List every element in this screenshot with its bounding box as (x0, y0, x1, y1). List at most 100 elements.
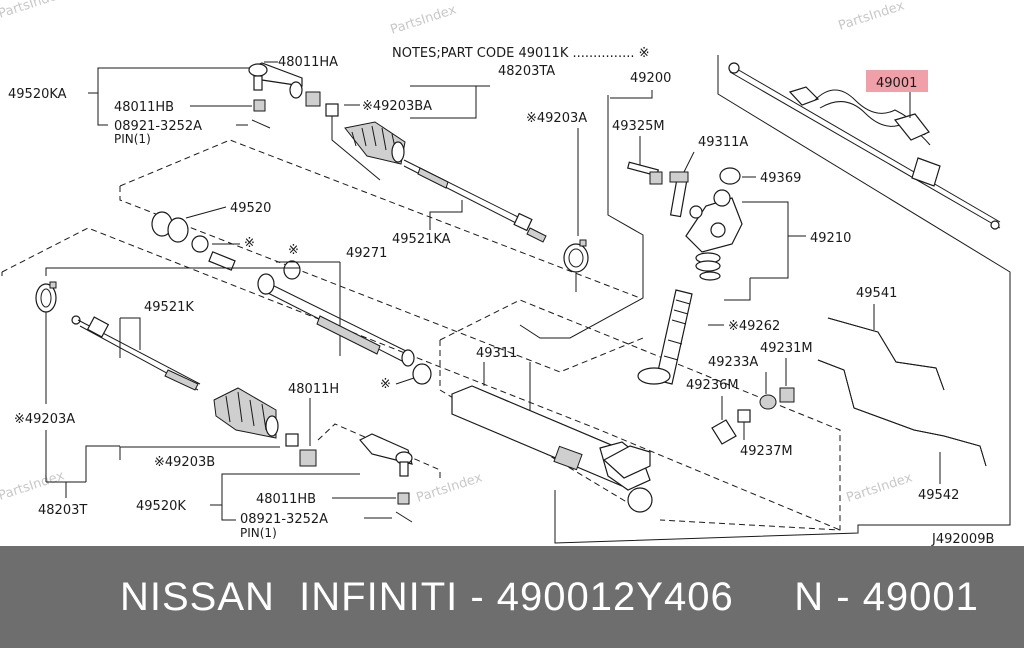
end-seal-icon (412, 363, 432, 385)
label-49521K[interactable]: 49521K (144, 300, 194, 315)
inner-tie-rod-lower-icon (71, 315, 201, 391)
label-08921-top[interactable]: 08921-3252A (114, 119, 202, 134)
label-49200[interactable]: 49200 (630, 71, 671, 86)
diagram-code: J492009B (931, 532, 994, 546)
label-49311A[interactable]: 49311A (698, 135, 748, 150)
gear-housing-outline (519, 95, 644, 339)
label-48011HB-bot[interactable]: 48011HB (256, 492, 316, 507)
mark-seal: ※ (244, 236, 255, 251)
nut-49233A-icon (759, 394, 777, 410)
steering-gear-assembly-icon (728, 62, 1001, 230)
pinion-shaft-icon (637, 289, 693, 385)
yoke-49236M-icon (711, 419, 737, 445)
leader-49520KA (88, 67, 250, 94)
o-rings-icon (695, 252, 721, 281)
bolt-49311A-icon (669, 171, 689, 218)
clip-49203BA-icon (325, 103, 339, 117)
rack-dashed-box (439, 299, 841, 531)
cotter-pin-top-icon (251, 119, 271, 129)
label-49520KA[interactable]: 49520KA (8, 87, 67, 102)
label-49203B[interactable]: ※49203B (154, 455, 215, 470)
tube-49541-inner (827, 317, 945, 391)
leader-49200 (610, 90, 653, 99)
boot-upper-icon (344, 121, 406, 165)
label-48011HA[interactable]: 48011HA (278, 55, 338, 70)
leader-end (395, 377, 415, 385)
nut-48011HB-top-icon (253, 99, 266, 112)
label-48011H[interactable]: 48011H (288, 382, 339, 397)
label-49236M[interactable]: 49236M (686, 378, 739, 393)
label-49203A-left[interactable]: ※49203A (14, 412, 75, 427)
label-48203TA[interactable]: 48203TA (498, 64, 555, 79)
watermark-bottom-center: PartsIndex (415, 470, 485, 505)
leader-49520 (185, 206, 227, 219)
part-number-banner: NISSAN INFINITI - 490012Y406 N - 49001 (0, 546, 1024, 648)
part-number-title: NISSAN INFINITI - 490012Y406 N - 49001 (120, 574, 979, 619)
label-49541[interactable]: 49541 (856, 286, 897, 301)
watermark-top-center: PartsIndex (389, 2, 459, 37)
mark-end: ※ (380, 377, 391, 392)
leader-49521KA (429, 200, 463, 230)
leader-49311A (683, 151, 695, 173)
watermark-bottom-left: PartsIndex (0, 468, 66, 503)
label-49520K[interactable]: 49520K (136, 499, 186, 514)
inner-tie-rod-upper-icon (403, 159, 547, 243)
leader-48203T-up (85, 445, 120, 482)
label-49001[interactable]: 49001 (876, 76, 917, 91)
label-49325M[interactable]: 49325M (612, 119, 665, 134)
label-48011HB-top[interactable]: 48011HB (114, 100, 174, 115)
label-pin-top: PIN(1) (114, 132, 151, 146)
label-49520[interactable]: 49520 (230, 201, 271, 216)
rack-49271-icon (208, 251, 415, 367)
label-08921-bot[interactable]: 08921-3252A (240, 512, 328, 527)
leader-49210 (742, 201, 806, 237)
label-48203T[interactable]: 48203T (38, 503, 87, 518)
leader-49520K (210, 473, 360, 506)
label-49311[interactable]: 49311 (476, 346, 517, 361)
rack-housing-icon (451, 385, 653, 513)
label-49521KA[interactable]: 49521KA (392, 232, 451, 247)
label-49203BA[interactable]: ※49203BA (362, 99, 432, 114)
highlight-49001 (866, 70, 928, 92)
boot-lower-icon (213, 387, 279, 439)
spring-49237M-icon (737, 409, 751, 423)
tube-49542-icon (817, 359, 987, 467)
bolt-49325M-icon (626, 161, 663, 185)
label-49231M[interactable]: 49231M (760, 341, 813, 356)
tube-49542-inner (817, 359, 987, 467)
clip-49203B-icon (285, 433, 299, 447)
parts-diagram: PartsIndex PartsIndex PartsIndex PartsIn… (0, 0, 1011, 546)
nut-48011HB-bot-icon (397, 492, 410, 505)
nut-48011HA-icon (305, 91, 321, 107)
watermark-top-left: PartsIndex (0, 0, 66, 22)
nut-48011H-icon (299, 449, 317, 467)
watermark-top-right: PartsIndex (837, 0, 907, 34)
leader-49203B (119, 446, 280, 460)
label-49203A-top[interactable]: ※49203A (526, 111, 587, 126)
leader-clamp-left-top (45, 267, 300, 276)
label-49233A[interactable]: 49233A (708, 355, 758, 370)
valve-housing-49210-icon (685, 189, 743, 253)
upper-dashed-box (119, 139, 641, 300)
label-49210[interactable]: 49210 (810, 231, 851, 246)
label-49237M[interactable]: 49237M (740, 444, 793, 459)
leader-49520KA-b (97, 93, 108, 126)
label-49262[interactable]: ※49262 (728, 319, 780, 334)
label-49542[interactable]: 49542 (918, 488, 959, 503)
label-49271[interactable]: 49271 (346, 246, 387, 261)
plug-49231M-icon (779, 387, 795, 403)
assembly-outline (554, 55, 1011, 544)
boot-top-icon (289, 81, 303, 99)
clamp-49203A-left-icon (35, 281, 57, 313)
clamp-49203A-top-icon (563, 239, 589, 273)
leader-49210-c (724, 278, 751, 301)
leader-49210-b (750, 236, 789, 279)
watermark-bottom-right: PartsIndex (845, 470, 915, 505)
leader-boot-left (331, 116, 381, 181)
cotter-pin-bot-icon (395, 511, 413, 523)
snap-ring-icon (283, 260, 301, 280)
tie-rod-end-top-icon (248, 62, 303, 91)
label-49369[interactable]: 49369 (760, 171, 801, 186)
tube-49541-icon (827, 317, 945, 391)
ring-seal-icon (191, 235, 209, 253)
